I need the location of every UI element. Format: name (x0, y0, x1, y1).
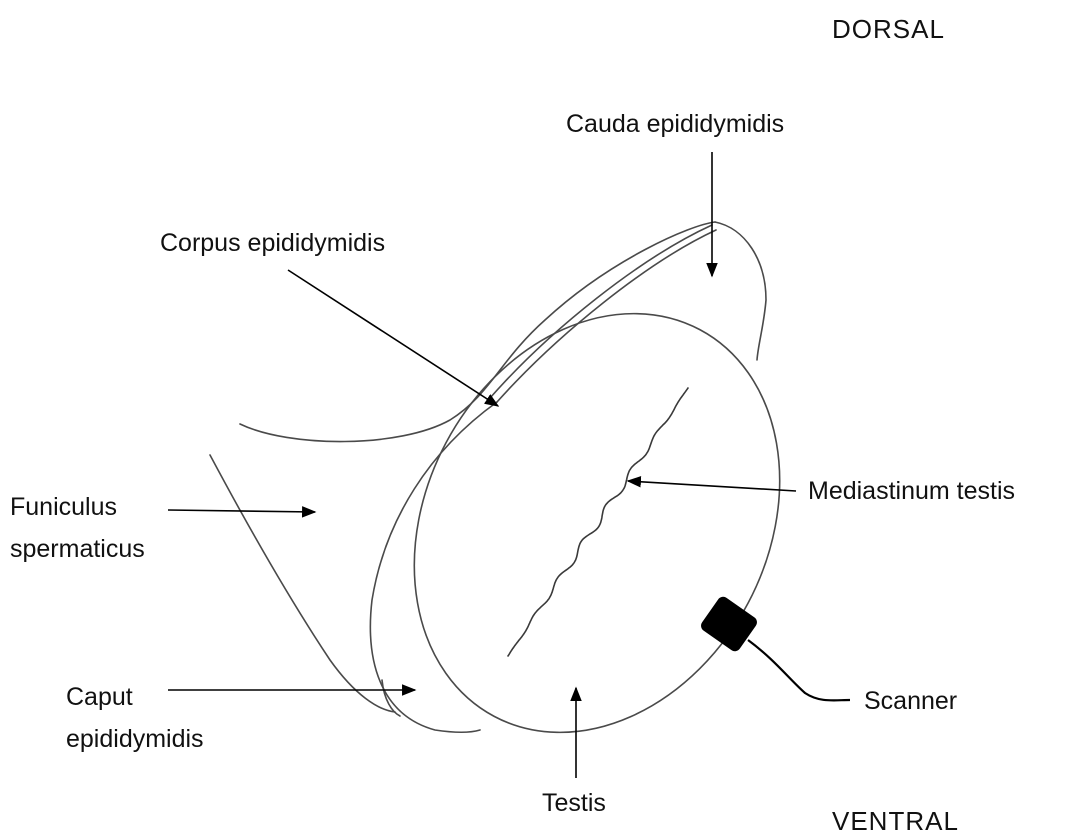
testis-label: Testis (542, 788, 606, 819)
funiculus-arrow (168, 510, 315, 512)
cauda-epididymidis-outline (715, 222, 766, 360)
funiculus-spermaticus-label-line1: Funiculus (10, 492, 117, 523)
scanner-probe (699, 594, 760, 653)
epididymis-corpus-outline (490, 225, 712, 398)
mediastinum-testis-line (508, 388, 688, 656)
testis-outline (343, 249, 851, 796)
corpus-epididymidis-label: Corpus epididymidis (160, 228, 385, 259)
corpus-arrow (288, 270, 498, 406)
spermatic-cord-lower-outline (210, 455, 395, 712)
dorsal-label: DORSAL (832, 14, 945, 45)
caput-epididymidis-label-line2: epididymidis (66, 724, 204, 755)
mediastinum-testis-label: Mediastinum testis (808, 476, 1015, 507)
scanner-cable (748, 640, 850, 700)
mediastinum-arrow (628, 481, 796, 491)
caput-epididymidis-outline (370, 402, 497, 732)
cauda-epididymidis-label: Cauda epididymidis (566, 109, 784, 140)
funiculus-spermaticus-label-line2: spermaticus (10, 534, 145, 565)
ventral-label: VENTRAL (832, 806, 959, 837)
scanner-label: Scanner (864, 686, 957, 717)
caput-epididymidis-label-line1: Caput (66, 682, 133, 713)
